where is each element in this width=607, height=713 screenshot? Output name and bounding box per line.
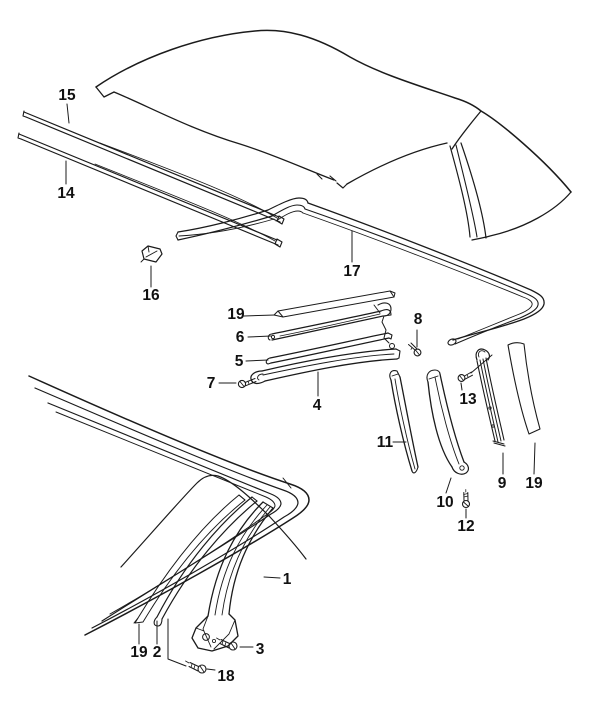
- callout-1: 1: [283, 571, 292, 588]
- callout-7: 7: [207, 375, 216, 392]
- seal-strip-17: [175, 197, 545, 346]
- leader-lines: [65, 103, 536, 671]
- callout-5: 5: [235, 353, 244, 370]
- callout-12: 12: [457, 518, 474, 535]
- seal-strip-15: [22, 110, 285, 225]
- strip-6: [267, 309, 392, 341]
- rail-1: [191, 501, 274, 652]
- screw-13: [457, 371, 473, 382]
- callout-10: 10: [436, 494, 453, 511]
- trim-10: [426, 369, 470, 475]
- screw-8: [408, 342, 422, 357]
- callout-2: 2: [153, 644, 162, 661]
- soft-top-drawing: [95, 29, 572, 241]
- callout-18: 18: [217, 668, 235, 685]
- callout-8: 8: [414, 311, 423, 328]
- callout-19-pillar: 19: [130, 644, 148, 661]
- callout-9: 9: [498, 475, 507, 492]
- strip-5: [265, 332, 393, 365]
- screw-7: [237, 378, 257, 389]
- callout-13: 13: [459, 391, 477, 408]
- callout-17: 17: [343, 263, 360, 280]
- screw-18: [185, 660, 207, 674]
- screw-3: [216, 637, 238, 651]
- trim-11: [389, 370, 419, 474]
- callout-4: 4: [313, 397, 322, 414]
- callout-15: 15: [58, 87, 76, 104]
- end-bracket: [373, 302, 395, 349]
- seal-strip-14: [17, 132, 283, 248]
- callout-11: 11: [377, 434, 394, 451]
- callout-19-front: 19: [227, 306, 245, 323]
- callout-16: 16: [142, 287, 160, 304]
- bow-4: [250, 348, 401, 385]
- seal-2: [153, 496, 258, 627]
- callout-14: 14: [57, 185, 75, 202]
- callout-6: 6: [236, 329, 245, 346]
- callout-19-right: 19: [525, 475, 543, 492]
- callout-3: 3: [256, 641, 265, 658]
- channel-9: [475, 348, 506, 447]
- strip-19-right: [507, 342, 541, 435]
- strip-19-pillar: [133, 494, 246, 624]
- clip-16: [140, 245, 163, 263]
- windshield-frame: [28, 375, 310, 636]
- strip-19-front: [273, 290, 396, 318]
- screw-12: [461, 489, 471, 509]
